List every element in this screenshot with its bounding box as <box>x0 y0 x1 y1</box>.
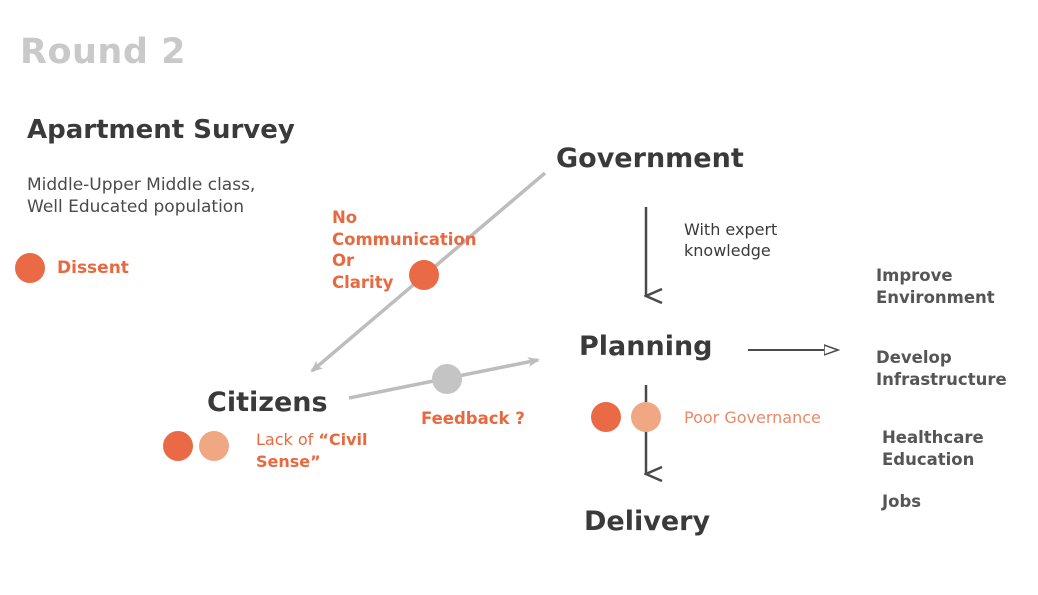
dissent-legend-label: Dissent <box>57 258 129 278</box>
outcome-healthcare-line-2: Education <box>882 449 975 469</box>
expert-knowledge-label: With expert knowledge <box>684 219 777 261</box>
feedback-label: Feedback ? <box>421 409 525 428</box>
no-communication-line-4: Clarity <box>332 272 394 292</box>
governance-mild-dot <box>631 402 661 432</box>
outcome-develop-infrastructure: Develop Infrastructure <box>876 347 1007 390</box>
expert-knowledge-line-2: knowledge <box>684 241 771 260</box>
outcome-jobs: Jobs <box>882 492 922 511</box>
civil-sense-bold-1: “Civil <box>318 430 368 449</box>
survey-title: Apartment Survey <box>27 115 295 145</box>
expert-knowledge-line-1: With expert <box>684 220 778 239</box>
survey-description-line-1: Middle-Upper Middle class, <box>27 175 256 195</box>
survey-description: Middle-Upper Middle class, Well Educated… <box>27 174 327 218</box>
node-delivery: Delivery <box>584 506 711 537</box>
poor-governance-label: Poor Governance <box>684 408 821 427</box>
no-communication-line-1: No <box>332 208 358 227</box>
civil-sense-prefix: Lack of <box>256 430 319 449</box>
feedback-neutral-dot <box>432 364 462 394</box>
civil-sense-label: Lack of “Civil Sense” <box>256 429 368 473</box>
outcome-healthcare-education: Healthcare Education <box>882 427 984 470</box>
civil-sense-bold-2: Sense” <box>256 452 321 471</box>
outcome-healthcare-line-1: Healthcare <box>882 428 984 447</box>
citizens-dissent-dot <box>163 431 193 461</box>
node-government: Government <box>556 143 744 174</box>
no-communication-line-2: Communication <box>332 229 477 249</box>
no-communication-label: No Communication Or Clarity <box>332 207 477 293</box>
outcome-develop-line-2: Infrastructure <box>876 369 1007 389</box>
governance-dissent-dot <box>591 402 621 432</box>
outcome-improve-line-2: Environment <box>876 287 995 307</box>
outcome-improve-line-1: Improve <box>876 266 953 285</box>
citizens-mild-dot <box>199 431 229 461</box>
survey-description-line-2: Well Educated population <box>27 197 244 217</box>
outcome-improve-environment: Improve Environment <box>876 265 995 308</box>
dissent-legend-dot <box>15 253 45 283</box>
outcome-develop-line-1: Develop <box>876 348 952 367</box>
round-title: Round 2 <box>20 32 186 72</box>
node-citizens: Citizens <box>207 387 328 418</box>
node-planning: Planning <box>579 331 713 362</box>
no-communication-line-3: Or <box>332 251 355 270</box>
no-communication-dissent-dot <box>409 260 439 290</box>
